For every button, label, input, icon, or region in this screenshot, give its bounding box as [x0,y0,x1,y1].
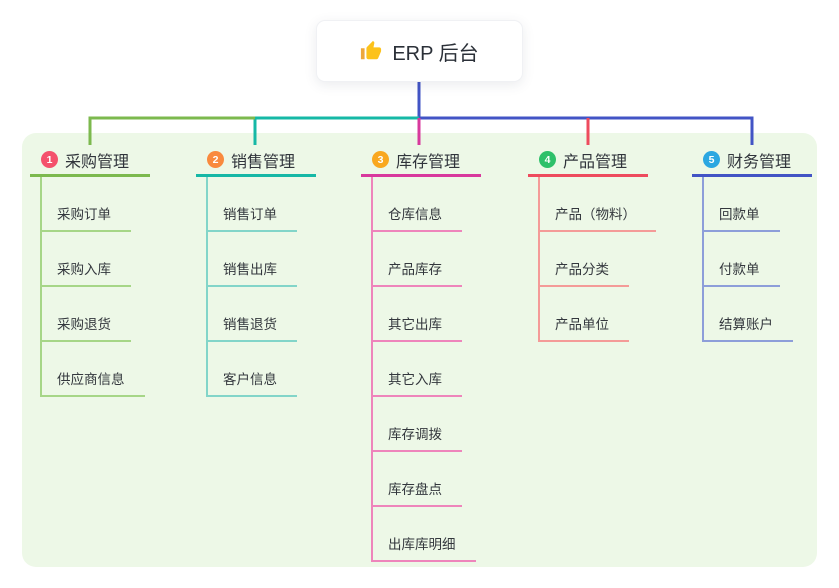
node-product-unit[interactable]: 产品单位 [538,287,629,342]
node-outbound-detail[interactable]: 出库库明细 [371,507,476,562]
branch-product-vline [538,177,540,342]
branch-finance-children: 回款单 付款单 结算账户 [702,177,812,342]
branch-inventory-vline [371,177,373,562]
branch-background-panel [22,133,817,567]
node-sales-return[interactable]: 销售退货 [206,287,297,342]
node-warehouse-info[interactable]: 仓库信息 [371,177,462,232]
branch-sales-header[interactable]: 2 销售管理 [196,145,316,177]
badge-5: 5 [703,151,720,168]
branch-product-children: 产品（物料） 产品分类 产品单位 [538,177,656,342]
node-supplier-info[interactable]: 供应商信息 [40,342,145,397]
branch-product: 4 产品管理 产品（物料） 产品分类 产品单位 [528,145,656,342]
branch-purchase-header[interactable]: 1 采购管理 [30,145,150,177]
root-title: ERP 后台 [392,42,479,65]
node-stock-transfer[interactable]: 库存调拨 [371,397,462,452]
node-product-category[interactable]: 产品分类 [538,232,629,287]
branch-inventory-title: 库存管理 [396,153,461,171]
thumbs-up-icon [361,40,382,60]
branch-inventory-children: 仓库信息 产品库存 其它出库 其它入库 库存调拨 库存盘点 出库库明细 [371,177,481,562]
branch-finance-title: 财务管理 [727,153,792,171]
node-payment-doc[interactable]: 付款单 [702,232,780,287]
node-purchase-return[interactable]: 采购退货 [40,287,131,342]
root-node-erp[interactable]: ERP 后台 [316,20,523,82]
node-customer-info[interactable]: 客户信息 [206,342,297,397]
branch-inventory: 3 库存管理 仓库信息 产品库存 其它出库 其它入库 库存调拨 库存盘点 出库库… [361,145,481,562]
branch-purchase-children: 采购订单 采购入库 采购退货 供应商信息 [40,177,150,397]
node-purchase-inbound[interactable]: 采购入库 [40,232,131,287]
branch-product-title: 产品管理 [563,153,628,171]
node-other-inbound[interactable]: 其它入库 [371,342,462,397]
node-sales-order[interactable]: 销售订单 [206,177,297,232]
badge-4: 4 [539,151,556,168]
node-receipt-doc[interactable]: 回款单 [702,177,780,232]
badge-3: 3 [372,151,389,168]
node-product-material[interactable]: 产品（物料） [538,177,656,232]
branch-purchase: 1 采购管理 采购订单 采购入库 采购退货 供应商信息 [30,145,150,397]
node-other-outbound[interactable]: 其它出库 [371,287,462,342]
node-purchase-order[interactable]: 采购订单 [40,177,131,232]
branch-finance-header[interactable]: 5 财务管理 [692,145,812,177]
badge-1: 1 [41,151,58,168]
node-product-stock[interactable]: 产品库存 [371,232,462,287]
branch-finance: 5 财务管理 回款单 付款单 结算账户 [692,145,812,342]
branch-purchase-title: 采购管理 [65,153,130,171]
branch-inventory-header[interactable]: 3 库存管理 [361,145,481,177]
branch-sales-title: 销售管理 [231,153,296,171]
node-settlement-account[interactable]: 结算账户 [702,287,793,342]
branch-sales: 2 销售管理 销售订单 销售出库 销售退货 客户信息 [196,145,316,397]
branch-product-header[interactable]: 4 产品管理 [528,145,648,177]
branch-sales-vline [206,177,208,397]
badge-2: 2 [207,151,224,168]
node-stock-count[interactable]: 库存盘点 [371,452,462,507]
branch-purchase-vline [40,177,42,397]
node-sales-outbound[interactable]: 销售出库 [206,232,297,287]
branch-sales-children: 销售订单 销售出库 销售退货 客户信息 [206,177,316,397]
branch-finance-vline [702,177,704,342]
